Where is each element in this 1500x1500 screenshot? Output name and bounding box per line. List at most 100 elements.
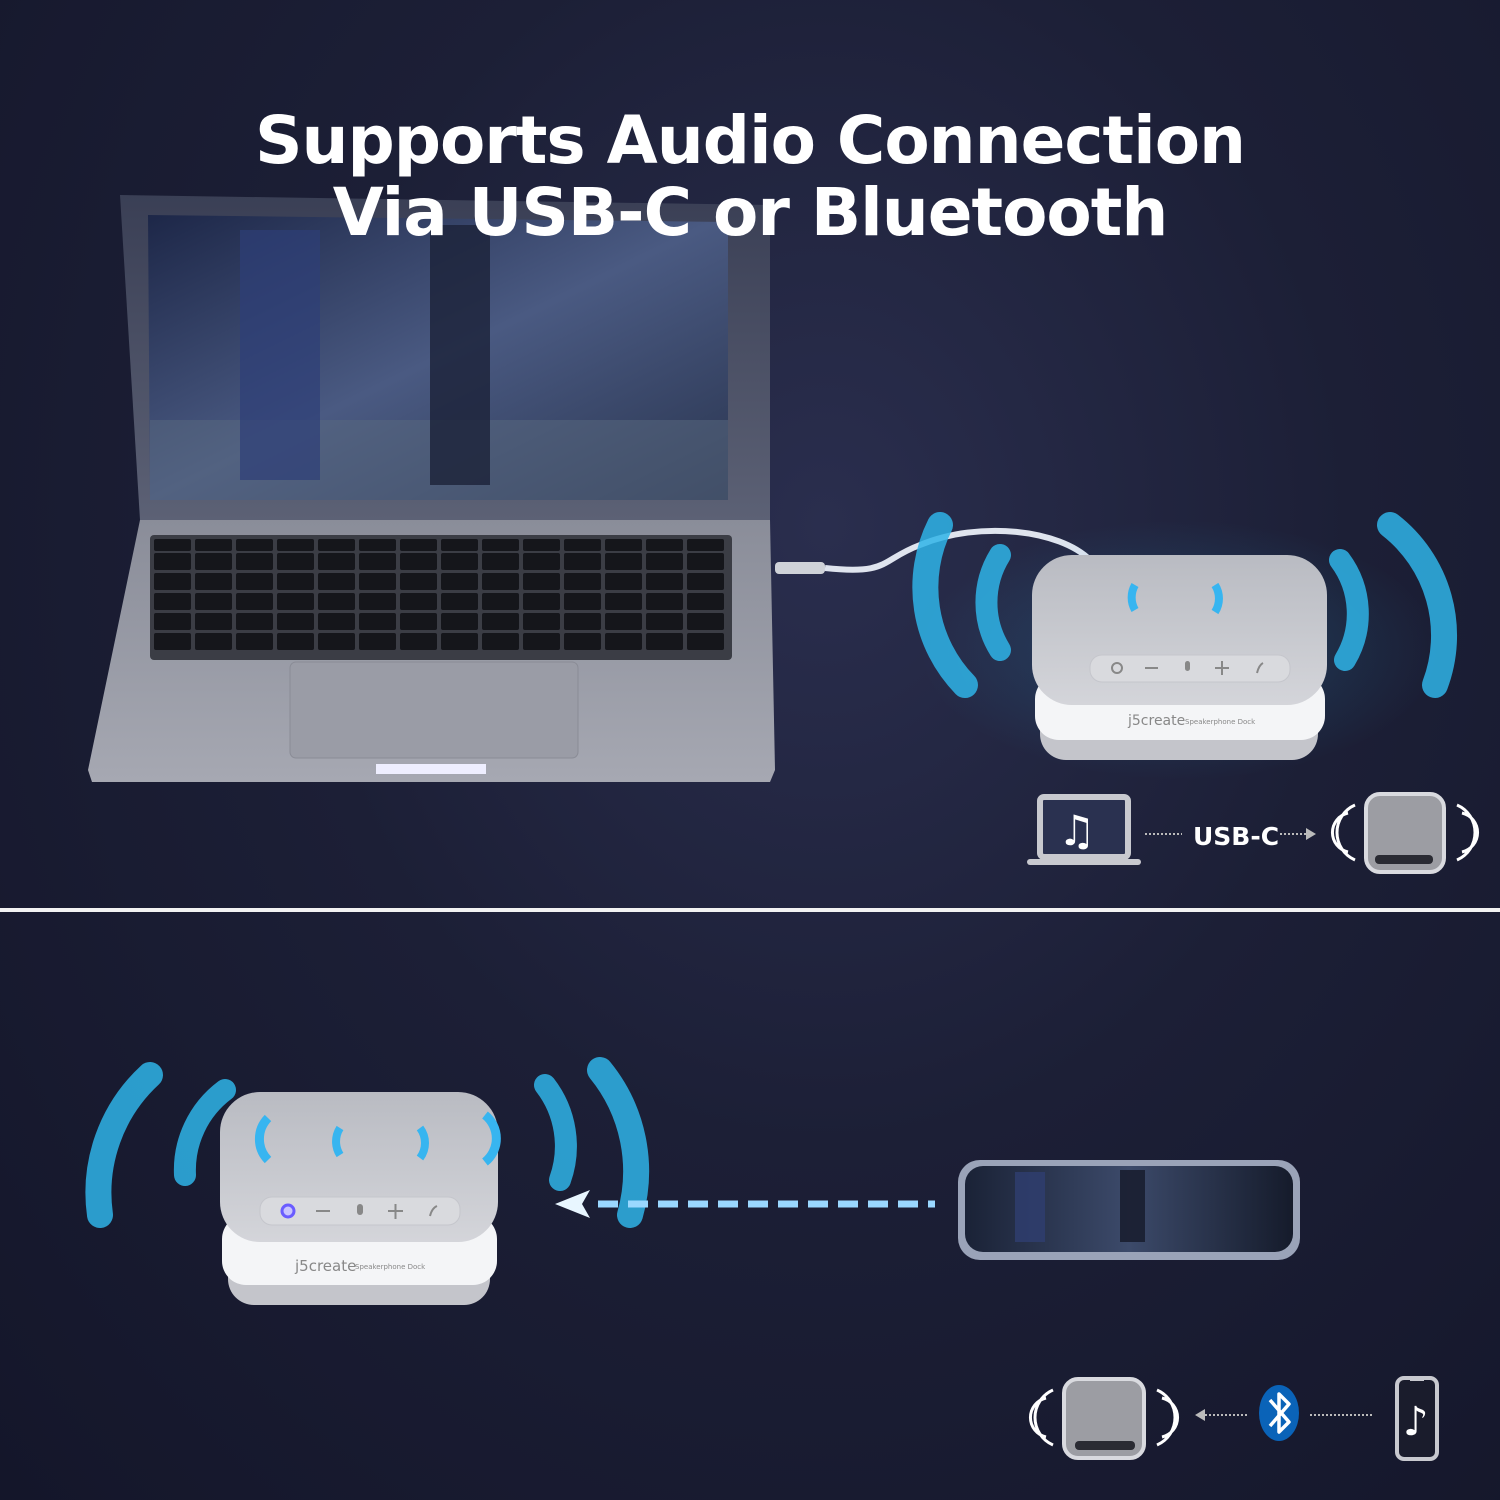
- keyboard-key[interactable]: [564, 553, 601, 570]
- keyboard-key[interactable]: [154, 613, 191, 630]
- keyboard-key[interactable]: [359, 553, 396, 570]
- keyboard-key[interactable]: [687, 633, 724, 650]
- keyboard-key[interactable]: [687, 553, 724, 570]
- arrow-right-icon: [1306, 828, 1316, 840]
- keyboard-key[interactable]: [359, 573, 396, 590]
- keyboard-key[interactable]: [564, 539, 601, 551]
- call-icon[interactable]: [429, 1205, 438, 1217]
- keyboard-key[interactable]: [359, 633, 396, 650]
- keyboard-key[interactable]: [277, 633, 314, 650]
- keyboard-key[interactable]: [195, 553, 232, 570]
- speakerphone-usb: j5create Speakerphone Dock: [912, 512, 1457, 780]
- keyboard-key[interactable]: [523, 539, 560, 551]
- keyboard-key[interactable]: [318, 613, 355, 630]
- keyboard-key[interactable]: [482, 613, 519, 630]
- keyboard-key[interactable]: [277, 573, 314, 590]
- keyboard-key[interactable]: [687, 613, 724, 630]
- keyboard-key[interactable]: [523, 633, 560, 650]
- keyboard-key[interactable]: [441, 593, 478, 610]
- keyboard-key[interactable]: [318, 553, 355, 570]
- keyboard-key[interactable]: [195, 593, 232, 610]
- keyboard-key[interactable]: [195, 633, 232, 650]
- keyboard-key[interactable]: [523, 593, 560, 610]
- keyboard-key[interactable]: [646, 539, 683, 551]
- sound-wave-right-inner: [534, 1074, 577, 1191]
- keyboard-key[interactable]: [318, 573, 355, 590]
- keyboard-key[interactable]: [646, 573, 683, 590]
- keyboard-key[interactable]: [482, 633, 519, 650]
- usb-connection-diagram: ♫ USB-C: [1027, 792, 1479, 874]
- keyboard-key[interactable]: [687, 539, 724, 551]
- keyboard-key[interactable]: [400, 573, 437, 590]
- keyboard-key[interactable]: [277, 553, 314, 570]
- keyboard-key[interactable]: [236, 593, 273, 610]
- music-note-icon: ♪: [1403, 1399, 1429, 1445]
- sound-wave-right-inner: [1329, 549, 1369, 671]
- keyboard-key[interactable]: [195, 613, 232, 630]
- keyboard-key[interactable]: [605, 613, 642, 630]
- power-button-icon[interactable]: [1111, 662, 1123, 674]
- keyboard-key[interactable]: [154, 539, 191, 551]
- call-icon[interactable]: [1256, 662, 1264, 674]
- keyboard-key[interactable]: [154, 593, 191, 610]
- keyboard-key[interactable]: [523, 613, 560, 630]
- keyboard-key[interactable]: [400, 593, 437, 610]
- keyboard-key[interactable]: [154, 553, 191, 570]
- keyboard-key[interactable]: [441, 573, 478, 590]
- keyboard-key[interactable]: [564, 633, 601, 650]
- keyboard-key[interactable]: [564, 573, 601, 590]
- keyboard-key[interactable]: [441, 539, 478, 551]
- volume-up-icon[interactable]: [388, 1204, 403, 1219]
- keyboard-key[interactable]: [400, 633, 437, 650]
- keyboard-key[interactable]: [605, 593, 642, 610]
- keyboard-key[interactable]: [605, 633, 642, 650]
- keyboard-key[interactable]: [236, 539, 273, 551]
- keyboard-key[interactable]: [400, 553, 437, 570]
- keyboard-key[interactable]: [236, 613, 273, 630]
- keyboard-key[interactable]: [277, 593, 314, 610]
- keyboard-key[interactable]: [482, 593, 519, 610]
- keyboard-key[interactable]: [564, 613, 601, 630]
- keyboard-key[interactable]: [523, 553, 560, 570]
- keyboard-key[interactable]: [236, 553, 273, 570]
- trackpad[interactable]: [289, 661, 579, 759]
- volume-up-icon[interactable]: [1215, 661, 1229, 675]
- keyboard-key[interactable]: [441, 553, 478, 570]
- mic-mute-icon[interactable]: [1185, 661, 1190, 671]
- keyboard-key[interactable]: [359, 613, 396, 630]
- keyboard-key[interactable]: [277, 539, 314, 551]
- keyboard-key[interactable]: [646, 553, 683, 570]
- keyboard-key[interactable]: [687, 593, 724, 610]
- keyboard-key[interactable]: [154, 633, 191, 650]
- keyboard-key[interactable]: [318, 539, 355, 551]
- mic-mute-icon[interactable]: [357, 1204, 363, 1215]
- keyboard-key[interactable]: [441, 633, 478, 650]
- keyboard-key[interactable]: [605, 553, 642, 570]
- keyboard-key[interactable]: [605, 573, 642, 590]
- keyboard-key[interactable]: [318, 633, 355, 650]
- keyboard-key[interactable]: [195, 539, 232, 551]
- keyboard-key[interactable]: [236, 633, 273, 650]
- keyboard-key[interactable]: [482, 573, 519, 590]
- keyboard-key[interactable]: [482, 539, 519, 551]
- keyboard-key[interactable]: [154, 573, 191, 590]
- keyboard-key[interactable]: [318, 593, 355, 610]
- laptop: [88, 195, 1093, 782]
- keyboard-key[interactable]: [523, 573, 560, 590]
- keyboard-key[interactable]: [646, 593, 683, 610]
- keyboard-key[interactable]: [564, 593, 601, 610]
- keyboard-key[interactable]: [687, 573, 724, 590]
- power-button-icon[interactable]: [280, 1203, 296, 1219]
- keyboard-key[interactable]: [605, 539, 642, 551]
- keyboard-key[interactable]: [441, 613, 478, 630]
- keyboard-key[interactable]: [236, 573, 273, 590]
- keyboard-key[interactable]: [482, 553, 519, 570]
- keyboard-key[interactable]: [359, 593, 396, 610]
- keyboard-key[interactable]: [646, 613, 683, 630]
- keyboard-key[interactable]: [400, 539, 437, 551]
- keyboard-key[interactable]: [277, 613, 314, 630]
- keyboard-key[interactable]: [400, 613, 437, 630]
- keyboard-key[interactable]: [646, 633, 683, 650]
- keyboard-key[interactable]: [195, 573, 232, 590]
- keyboard-key[interactable]: [359, 539, 396, 551]
